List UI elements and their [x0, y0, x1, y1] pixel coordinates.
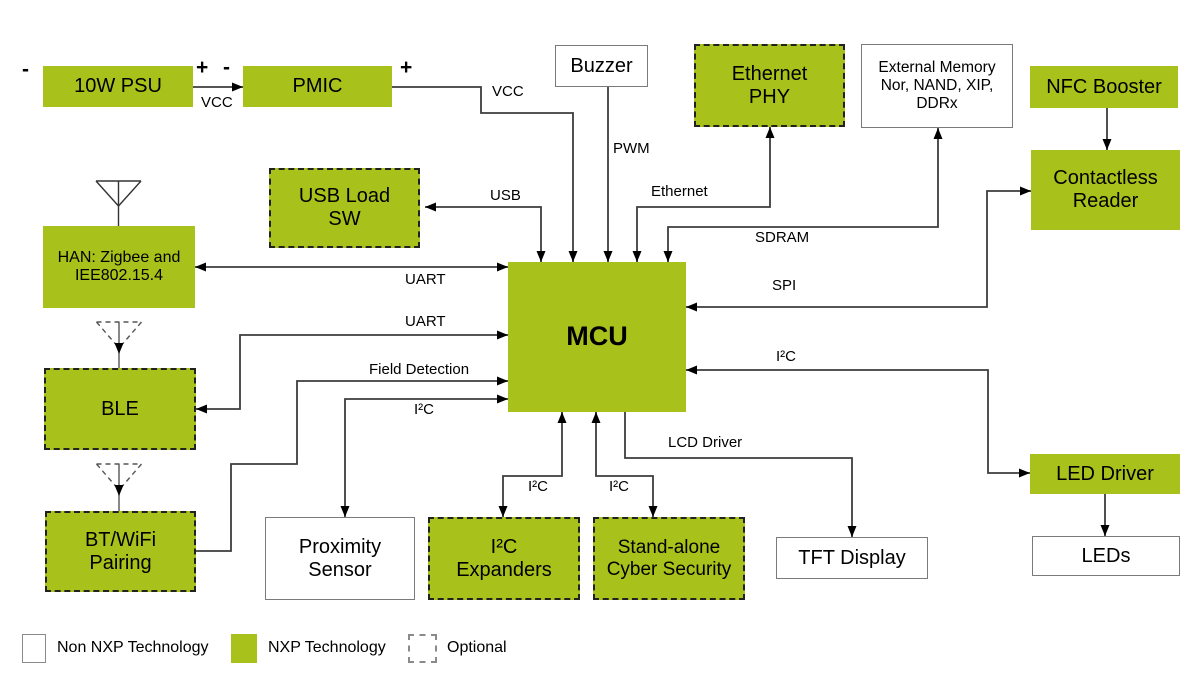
- wire-label-i2c-cyber: I²C: [609, 478, 629, 495]
- legend-label-optional: Optional: [447, 639, 507, 656]
- wire-field-detection: [196, 376, 508, 552]
- wire-label-vcc-mcu: VCC: [492, 83, 524, 100]
- wire-label-field-detection: Field Detection: [369, 361, 470, 378]
- wire-i2c-cyber: [591, 412, 658, 517]
- block-i2c-expanders: I²C Expanders: [428, 517, 580, 600]
- wire-label-vcc-psu: VCC: [201, 94, 233, 111]
- wire-vcc: [392, 86, 578, 262]
- legend-label-non-nxp: Non NXP Technology: [57, 639, 209, 656]
- wire-label-pwm: PWM: [613, 140, 650, 157]
- wire-label-i2c-left: I²C: [414, 401, 434, 418]
- block-psu: 10W PSU: [43, 66, 193, 107]
- block-external-memory: External Memory Nor, NAND, XIP, DDRx: [861, 44, 1013, 128]
- polarity-psu-plus: +: [196, 56, 209, 79]
- legend-label-nxp: NXP Technology: [268, 639, 386, 656]
- wire-label-uart-ble: UART: [405, 313, 446, 330]
- wire-i2c-expanders: [498, 412, 567, 517]
- wire-label-uart-han: UART: [405, 271, 446, 288]
- legend-swatch-optional: [408, 634, 437, 663]
- legend-swatch-nxp: [231, 634, 257, 663]
- block-cyber-security: Stand-alone Cyber Security: [593, 517, 745, 600]
- wire-label-ethernet: Ethernet: [651, 183, 708, 200]
- wire-label-i2c-expanders: I²C: [528, 478, 548, 495]
- block-pmic: PMIC: [243, 66, 392, 107]
- btwifi-antenna-icon: [95, 463, 143, 511]
- polarity-pmic-minus: -: [223, 56, 230, 79]
- wire-ethernet: [632, 127, 775, 262]
- wire-label-sdram: SDRAM: [755, 229, 810, 246]
- wire-psu-pmic: [193, 82, 243, 92]
- block-han: HAN: Zigbee and IEE802.15.4: [43, 226, 195, 308]
- block-mcu: MCU: [508, 262, 686, 412]
- wire-usb: [425, 202, 546, 262]
- wire-nfc-contactless: [1102, 108, 1112, 150]
- block-usb-load-sw: USB Load SW: [269, 168, 420, 248]
- wire-lcd-driver: [624, 412, 857, 537]
- block-ble: BLE: [44, 368, 196, 450]
- wire-label-usb: USB: [490, 187, 521, 204]
- block-tft-display: TFT Display: [776, 537, 928, 579]
- wire-uart-han: [195, 262, 508, 272]
- wire-i2c-right: [686, 365, 1030, 478]
- polarity-pmic-plus: +: [400, 56, 413, 79]
- ble-antenna-icon: [95, 321, 143, 368]
- wire-uart-ble: [196, 330, 508, 414]
- wire-i2c-left: [340, 394, 508, 517]
- wire-pwm: [603, 87, 613, 262]
- han-antenna-icon: [95, 180, 142, 226]
- wire-label-i2c-right: I²C: [776, 348, 796, 365]
- wire-sdram: [663, 128, 943, 262]
- block-ethernet-phy: Ethernet PHY: [694, 44, 845, 127]
- wire-led-leds: [1100, 494, 1110, 536]
- wire-spi: [686, 186, 1031, 312]
- block-led-driver: LED Driver: [1030, 454, 1180, 494]
- wire-label-lcd-driver: LCD Driver: [668, 434, 743, 451]
- block-buzzer: Buzzer: [555, 45, 648, 87]
- wire-label-spi: SPI: [772, 277, 797, 294]
- block-bt-wifi-pairing: BT/WiFi Pairing: [45, 511, 196, 592]
- block-leds: LEDs: [1032, 536, 1180, 576]
- legend-swatch-non-nxp: [22, 634, 46, 663]
- block-nfc-booster: NFC Booster: [1030, 66, 1178, 108]
- polarity-psu-minus: -: [22, 58, 29, 81]
- block-contactless-reader: Contactless Reader: [1031, 150, 1180, 230]
- block-proximity-sensor: Proximity Sensor: [265, 517, 415, 600]
